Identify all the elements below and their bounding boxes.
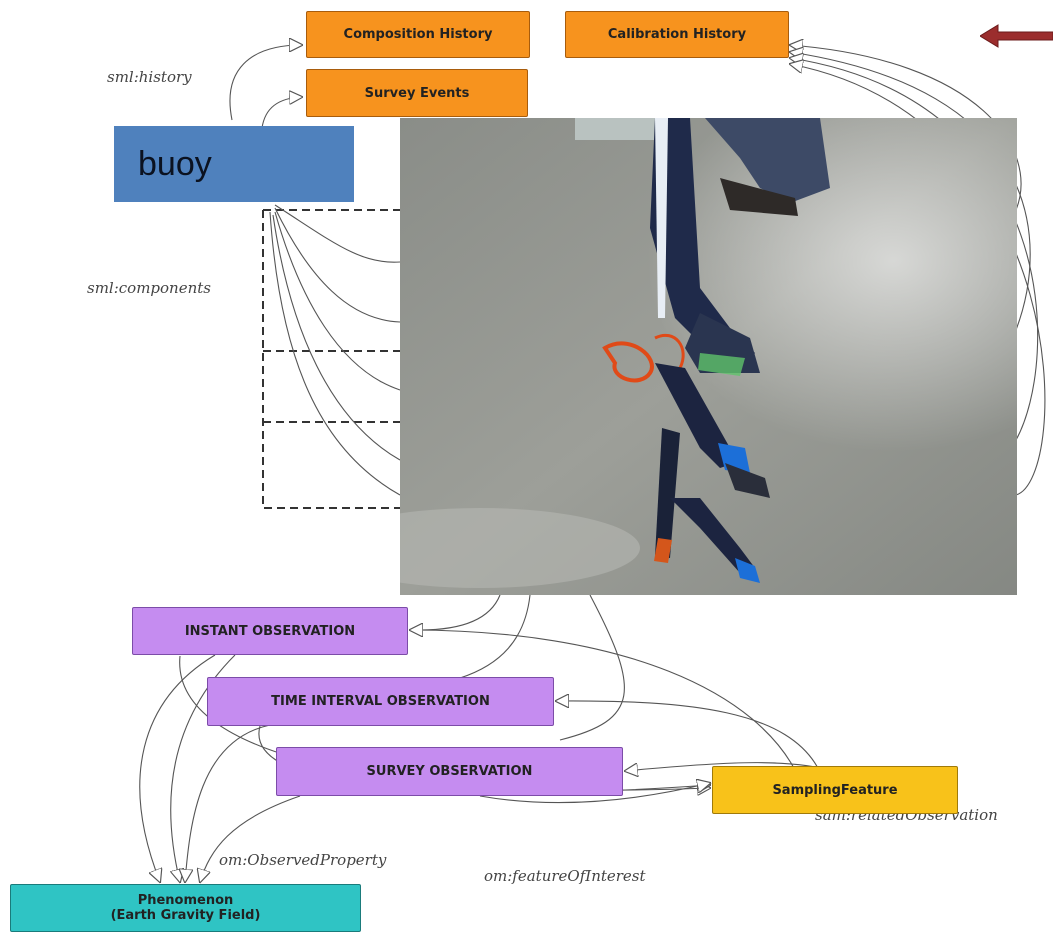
edge-component-1: [274, 204, 401, 263]
node-survey-observation[interactable]: SURVEY OBSERVATION: [276, 747, 623, 796]
edge-photo-to-survey-curve: [559, 594, 625, 741]
label-om-feature-of-interest: om:featureOfInterest: [484, 867, 646, 885]
node-instant-observation[interactable]: INSTANT OBSERVATION: [132, 607, 408, 655]
edge-calibration-4: [790, 64, 1046, 496]
node-phenomenon[interactable]: Phenomenon (Earth Gravity Field): [10, 884, 361, 932]
edge-history-survey-events: [261, 97, 302, 129]
node-survey-events[interactable]: Survey Events: [306, 69, 528, 117]
edge-survey-to-phenomenon: [200, 795, 301, 882]
node-time-interval-observation[interactable]: TIME INTERVAL OBSERVATION: [207, 677, 554, 726]
edge-component-3: [274, 211, 401, 391]
edge-history-composition: [229, 45, 302, 121]
edge-calibration-3: [790, 58, 1039, 441]
buoy-callout: buoy: [114, 126, 354, 202]
edge-component-4: [272, 214, 401, 461]
edge-photo-to-timeinterval: [459, 594, 531, 679]
buoy-photo: [400, 118, 1017, 595]
label-om-observed-property: om:ObservedProperty: [219, 851, 387, 869]
node-sampling-feature[interactable]: SamplingFeature: [712, 766, 958, 814]
edge-component-5: [269, 211, 401, 496]
edge-calibration-1: [790, 45, 1022, 211]
edge-timeinterval-to-phenomenon-a: [185, 724, 271, 882]
edge-instant-to-phenomenon-a: [139, 654, 216, 882]
edge-photo-to-instant: [419, 594, 501, 631]
left-arrow-icon: [980, 24, 1053, 48]
node-composition-history[interactable]: Composition History: [306, 11, 530, 58]
edge-sampling-to-timeinterval: [556, 701, 821, 773]
edge-sampling-to-instant: [410, 630, 801, 781]
label-sml-components: sml:components: [87, 279, 211, 297]
edge-component-2: [274, 207, 401, 323]
label-sml-history: sml:history: [107, 68, 192, 86]
edge-survey-to-sampling: [479, 783, 710, 804]
components-container: [262, 209, 400, 509]
buoy-callout-text: buoy: [138, 144, 212, 183]
node-calibration-history[interactable]: Calibration History: [565, 11, 789, 58]
